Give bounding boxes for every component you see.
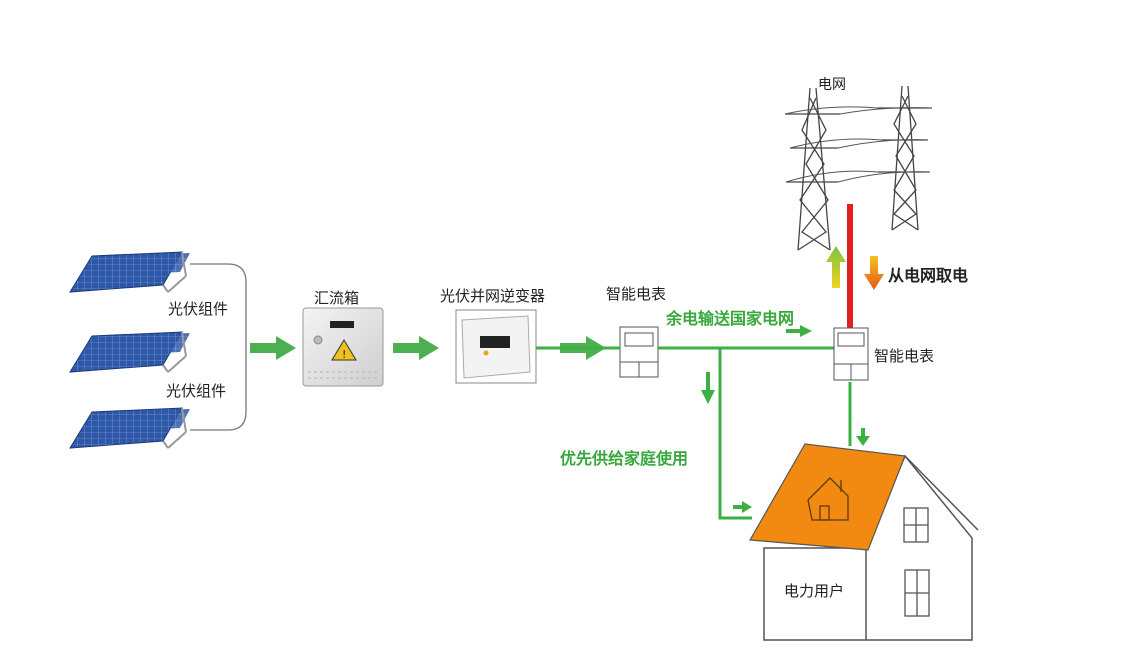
pv-module-label-1: 光伏组件 <box>168 300 229 318</box>
house-window-lower <box>904 569 930 617</box>
draw-from-grid-label: 从电网取电 <box>888 266 969 285</box>
solar-panel-array-bottom <box>69 407 190 449</box>
user-label: 电力用户 <box>784 582 845 600</box>
power-lines <box>784 106 933 183</box>
home-priority-label: 优先供给家庭使用 <box>560 449 689 468</box>
svg-text:!: ! <box>342 348 346 361</box>
export-arrow <box>786 325 812 337</box>
power-tower-left <box>785 87 840 251</box>
pv-module-label-2: 光伏组件 <box>166 382 227 400</box>
house-roof-icon <box>807 477 849 521</box>
flow-arrow-1 <box>250 336 296 360</box>
inverter-label: 光伏并网逆变器 <box>440 287 546 305</box>
up-arrow <box>826 246 846 288</box>
export-to-grid-label: 余电输送国家电网 <box>666 309 795 328</box>
solar-panel-array-top <box>69 251 190 293</box>
home-right-arrow <box>733 501 752 513</box>
flow-arrow-2 <box>393 336 439 360</box>
smart-meter-2-label: 智能电表 <box>874 347 935 365</box>
grid-connection-line <box>847 204 853 328</box>
solar-panel-array-middle <box>69 331 190 373</box>
array-bracket <box>190 263 247 431</box>
house <box>749 443 979 641</box>
down-arrow <box>864 256 884 290</box>
smart-meter-1-label: 智能电表 <box>606 285 667 303</box>
combiner-box-label: 汇流箱 <box>314 289 360 307</box>
smart-meter-1 <box>619 326 659 378</box>
grid-label: 电网 <box>818 77 846 93</box>
home-down-arrow <box>701 372 715 404</box>
main-flow-line <box>536 346 852 520</box>
combiner-box: ! <box>302 307 384 387</box>
smart-meter-2 <box>833 327 869 381</box>
house-window-upper <box>903 507 929 543</box>
roof-down-arrow <box>856 428 870 446</box>
grid-inverter <box>455 309 537 384</box>
